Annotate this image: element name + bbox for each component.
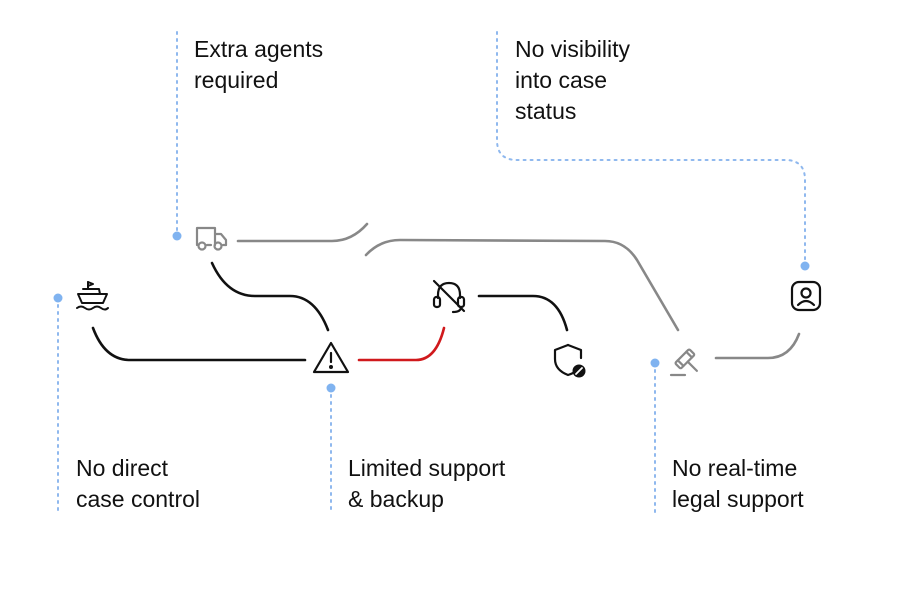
connector-truck-segment (236, 222, 369, 243)
connector-ship-to-warning (91, 326, 307, 362)
label-extra-agents-required: Extra agents required (194, 36, 324, 93)
leader-lines (57, 31, 806, 513)
dot-extra-agents (172, 231, 182, 241)
ship-icon (76, 281, 109, 311)
dot-limited-support (326, 383, 336, 393)
dot-no-visibility (800, 261, 810, 271)
connector-gavel-to-user (714, 332, 801, 360)
label-no-visibility-into-case-status: No visibility into case status (515, 36, 631, 124)
label-no-real-time-legal-support: No real-time legal support (672, 455, 804, 512)
gray-connectors (236, 222, 801, 360)
warning-icon (312, 341, 350, 374)
label-no-direct-case-control: No direct case control (76, 455, 201, 512)
gavel-icon (669, 348, 698, 377)
anchor-dots (53, 231, 810, 393)
shield-blocked-icon (553, 343, 586, 378)
dark-connectors (91, 261, 569, 362)
connector-warning-to-headset (357, 326, 446, 362)
truck-icon (195, 226, 228, 251)
headset-off-icon (432, 279, 466, 314)
label-limited-support-backup: Limited support & backup (348, 455, 506, 512)
user-badge-icon (790, 280, 822, 312)
connector-bridge-to-gavel (364, 238, 680, 332)
connector-headset-to-shield (477, 294, 569, 332)
connector-truck-to-warning (210, 261, 330, 332)
dot-no-direct-control (53, 293, 63, 303)
leader-no-visibility (496, 31, 806, 266)
dot-no-legal-support (650, 358, 660, 368)
